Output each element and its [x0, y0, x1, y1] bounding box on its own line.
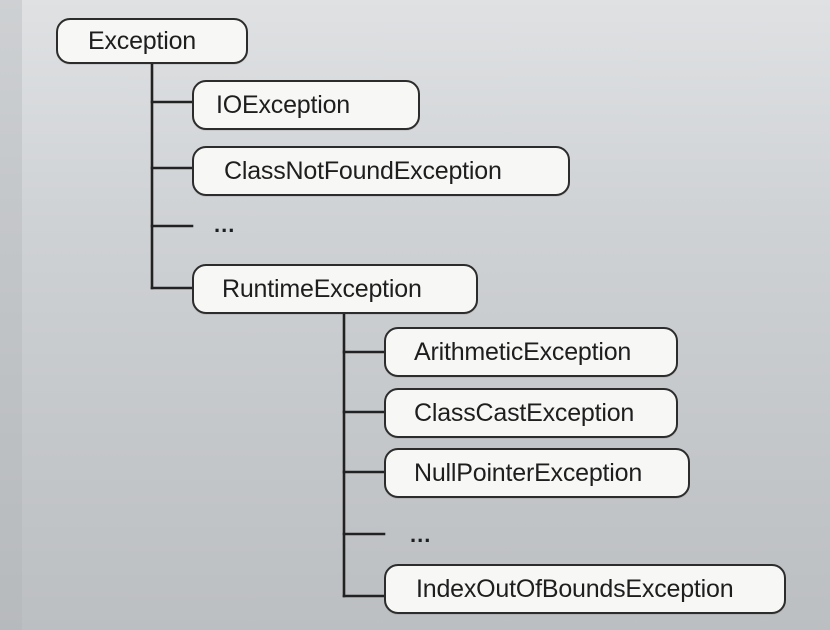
node-indexoutofboundsexception: IndexOutOfBoundsException — [384, 564, 786, 614]
node-nullpointerexception: NullPointerException — [384, 448, 690, 498]
node-ioexception: IOException — [192, 80, 420, 130]
node-classnotfoundexception: ClassNotFoundException — [192, 146, 570, 196]
node-runtimeexception: RuntimeException — [192, 264, 478, 314]
node-label: RuntimeException — [222, 274, 422, 303]
node-classcastexception: ClassCastException — [384, 388, 678, 438]
node-label: Exception — [88, 26, 196, 55]
ellipsis-runtime-children: ... — [410, 522, 432, 547]
node-label: NullPointerException — [414, 458, 643, 487]
node-label: IndexOutOfBoundsException — [416, 574, 734, 603]
node-label: IOException — [216, 90, 350, 119]
node-label: ClassCastException — [414, 398, 635, 427]
node-label: ClassNotFoundException — [224, 156, 502, 185]
ellipsis-level1: ... — [214, 212, 236, 237]
page-margin-shadow — [0, 0, 22, 630]
node-label: ArithmeticException — [414, 337, 632, 366]
node-exception: Exception — [56, 18, 248, 64]
node-arithmeticexception: ArithmeticException — [384, 327, 678, 377]
